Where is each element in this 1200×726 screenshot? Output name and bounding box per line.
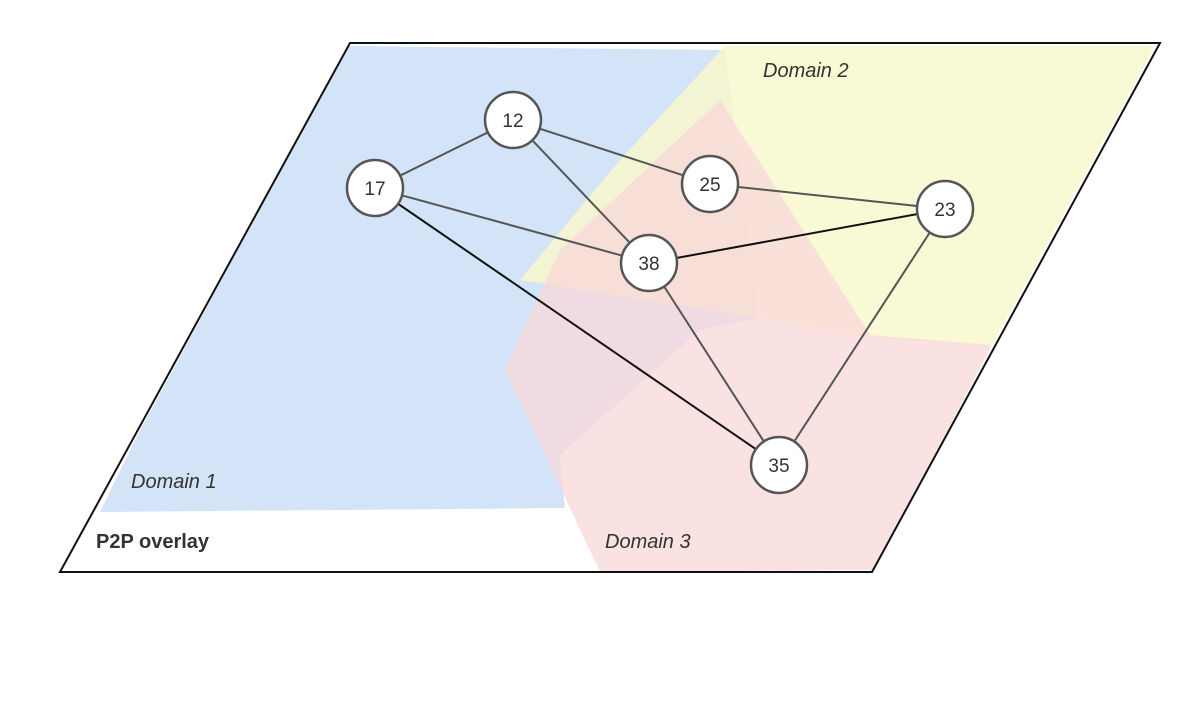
node-38-circle (619, 233, 679, 293)
edge-38-23 (648, 208, 946, 264)
edge-25-23 (709, 183, 946, 210)
node-35-circle (749, 435, 809, 495)
domain-regions (100, 46, 1155, 572)
node-35-label: 35 (768, 456, 789, 477)
edge-23-35 (778, 208, 946, 466)
edge-17-38 (374, 187, 650, 264)
node-12-circle (483, 90, 543, 150)
domain-2-label: Domain 2 (763, 60, 849, 82)
node-25-circle (680, 154, 740, 214)
overlay-plane (58, 42, 1162, 573)
node-17-circle (345, 158, 405, 218)
node-23-label: 23 (934, 200, 955, 221)
domain-3-region (505, 100, 992, 572)
domain-1-label: Domain 1 (131, 471, 217, 493)
node-23: 23 (915, 179, 975, 239)
node-23-circle (915, 179, 975, 239)
node-38-label: 38 (638, 254, 659, 275)
edge-12-25 (512, 119, 711, 185)
node-25-label: 25 (699, 175, 720, 196)
node-12: 12 (483, 90, 543, 150)
overlay-label: P2P overlay (96, 531, 210, 553)
edge-17-35 (374, 187, 780, 466)
node-25: 25 (680, 154, 740, 214)
node-17-label: 17 (364, 179, 385, 200)
node-12-label: 12 (502, 111, 523, 132)
edge-38-35 (648, 262, 780, 466)
domain-3-label: Domain 3 (605, 531, 691, 553)
nodes: 12 17 25 23 38 35 (345, 90, 975, 495)
node-35: 35 (749, 435, 809, 495)
edge-12-38 (512, 119, 650, 264)
node-17: 17 (345, 158, 405, 218)
node-38: 38 (619, 233, 679, 293)
